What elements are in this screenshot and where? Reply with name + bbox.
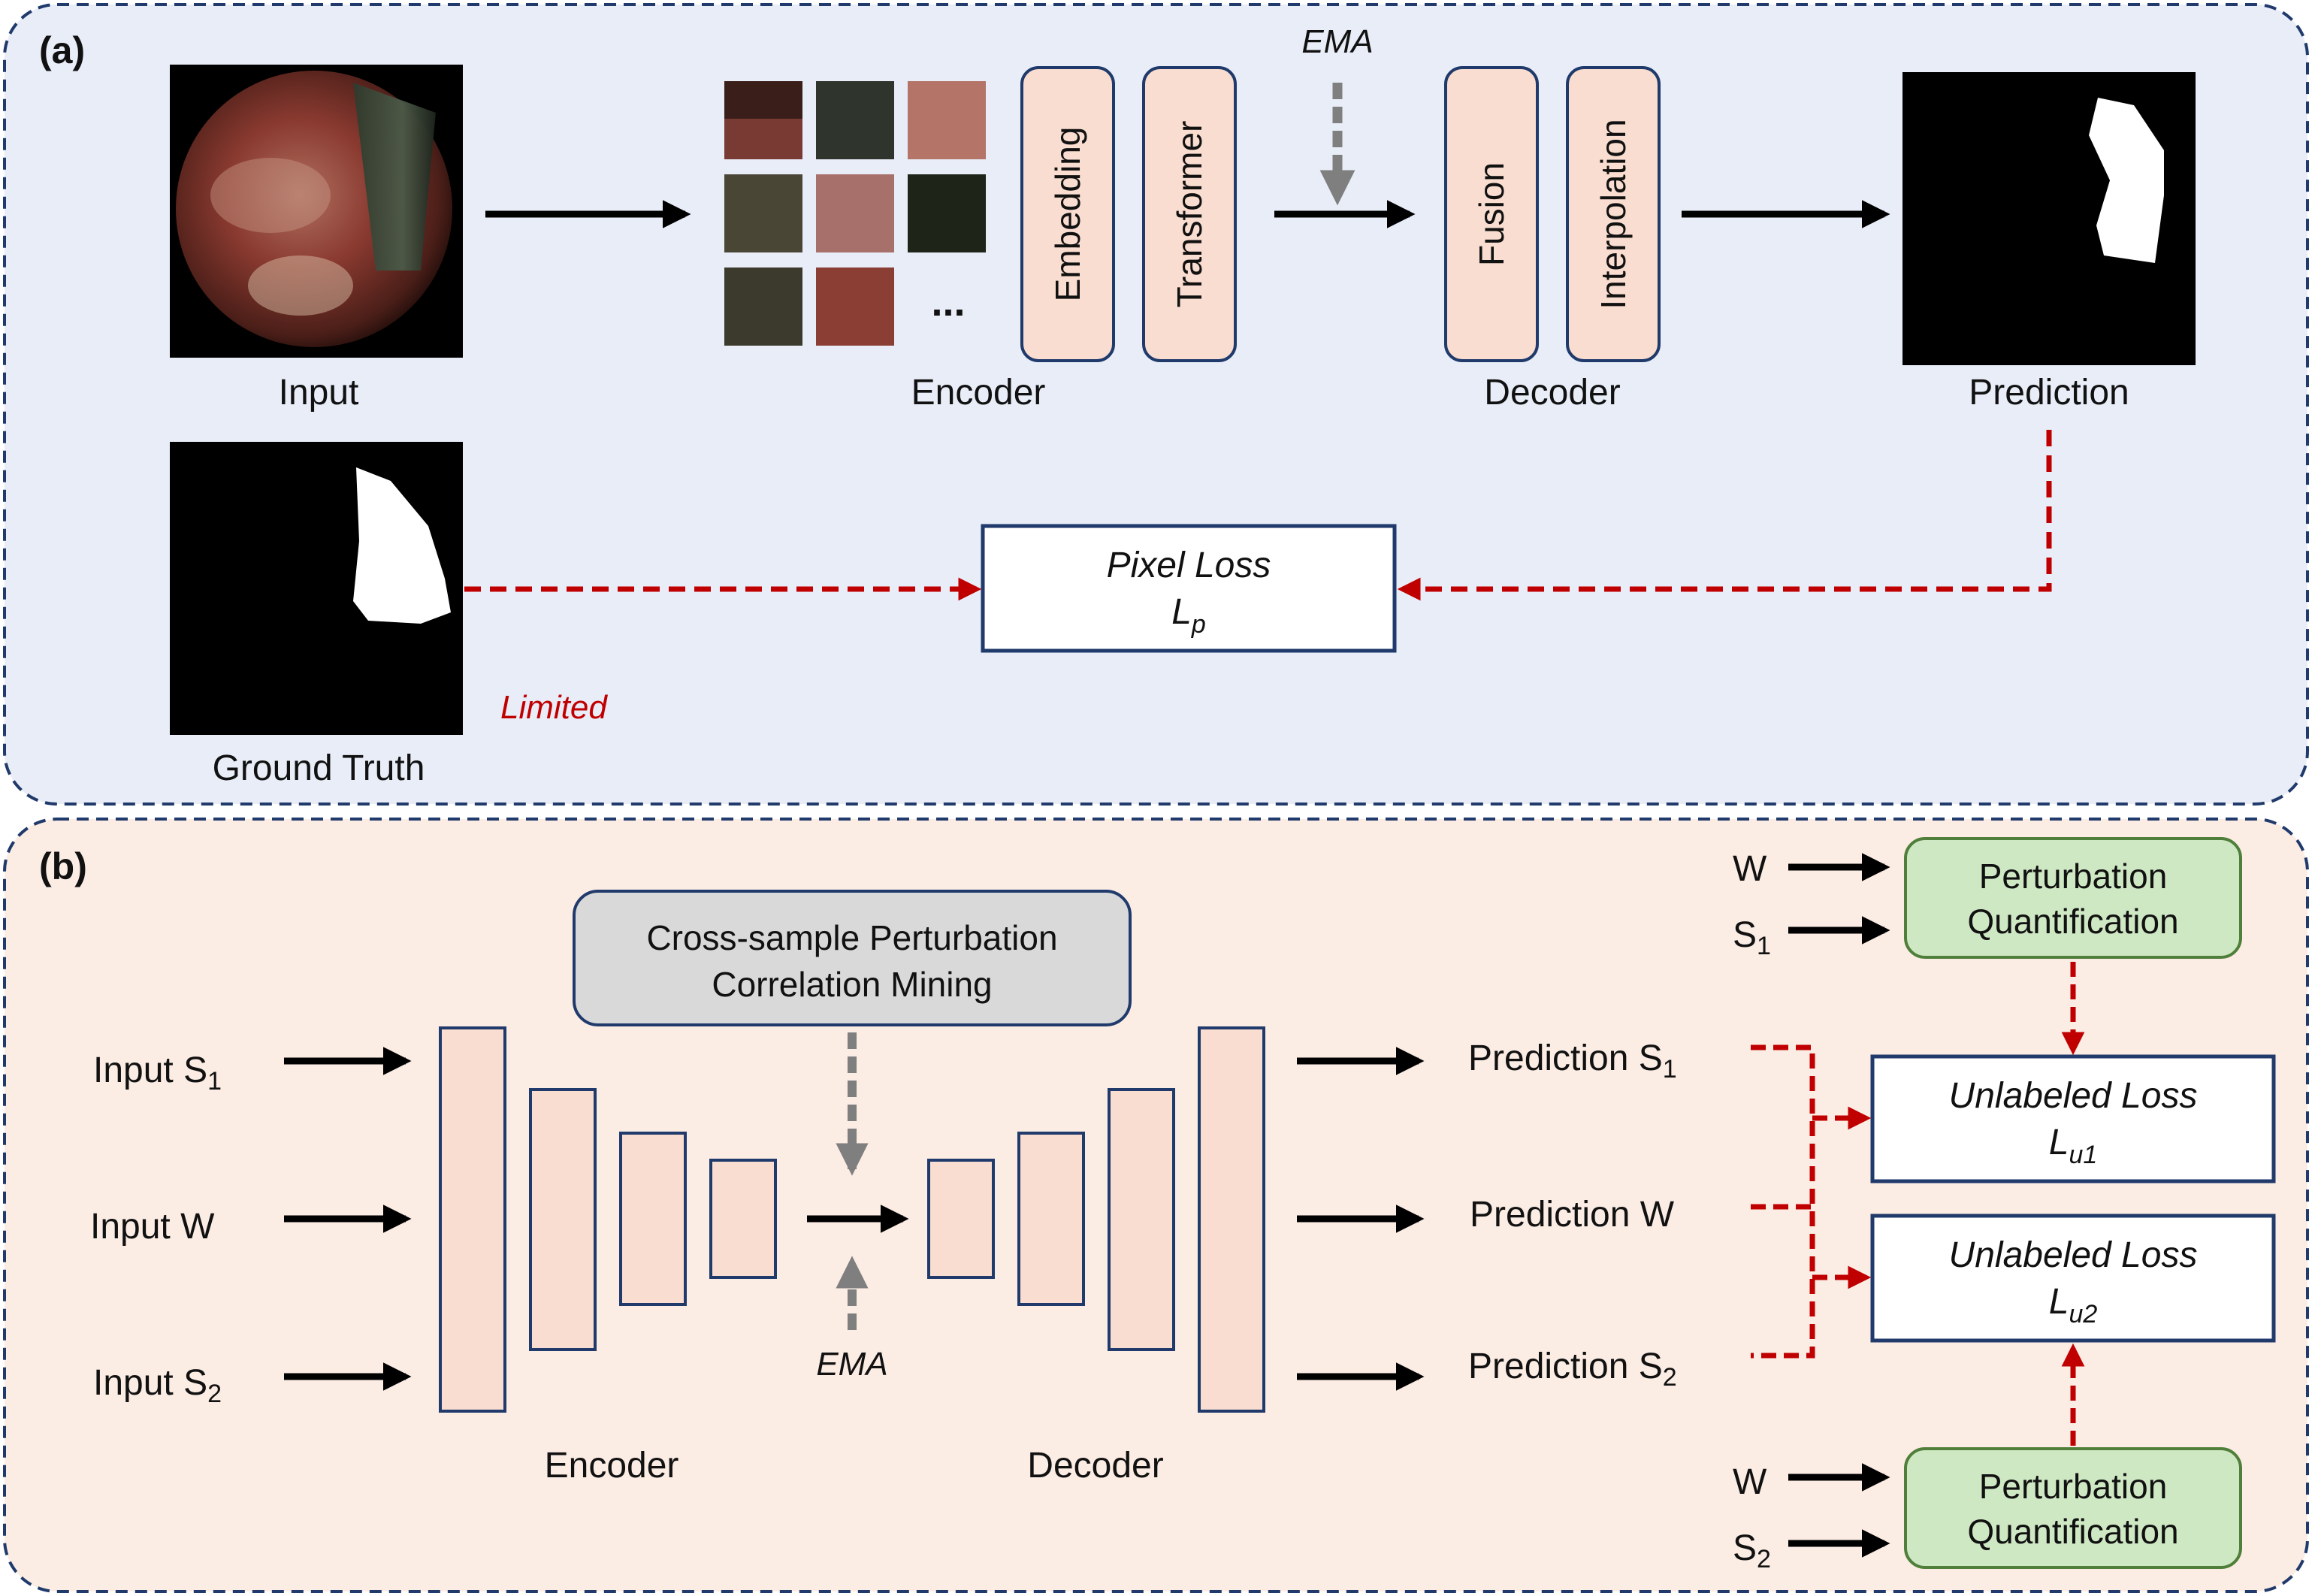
pq-bottom-line1: Perturbation xyxy=(1979,1467,2168,1506)
panel-a-background xyxy=(3,3,2309,806)
pq-top-input-s1: S1 xyxy=(1733,915,1771,960)
cross-sample-box xyxy=(573,890,1132,1026)
cross-sample-line1: Cross-sample Perturbation xyxy=(646,918,1057,957)
fusion-label: Fusion xyxy=(1472,162,1511,266)
unlabeled-loss-1-box xyxy=(1870,1054,2276,1183)
pq-top-line2: Quantification xyxy=(1967,902,2178,941)
patches-ellipsis: ... xyxy=(931,280,965,325)
unlabeled-loss-1-formula: Lu1 xyxy=(2049,1123,2098,1169)
pixel-loss-title: Pixel Loss xyxy=(1107,546,1271,585)
input-s2-label: Input S2 xyxy=(93,1363,222,1408)
decoder-layer-1 xyxy=(927,1159,995,1279)
pq-top-line1: Perturbation xyxy=(1979,857,2168,896)
perturbation-quantification-bottom xyxy=(1904,1447,2242,1569)
decoder-layer-2 xyxy=(1017,1132,1085,1306)
perturbation-quantification-top xyxy=(1904,837,2242,959)
encoder-layer-1 xyxy=(439,1026,506,1413)
encoder-label-b: Encoder xyxy=(545,1446,679,1486)
embedding-label: Embedding xyxy=(1048,127,1087,302)
pixel-loss-formula: Lp xyxy=(1171,592,1206,639)
decoder-label-b: Decoder xyxy=(1027,1446,1163,1486)
encoder-layer-2 xyxy=(529,1088,597,1351)
input-image xyxy=(170,65,463,358)
unlabeled-loss-2-box xyxy=(1870,1214,2276,1343)
input-w-label: Input W xyxy=(90,1207,215,1247)
encoder-label: Encoder xyxy=(911,373,1046,413)
encoder-layer-4 xyxy=(709,1159,777,1279)
transformer-label: Transformer xyxy=(1170,121,1209,308)
limited-label: Limited xyxy=(500,689,608,726)
prediction-s1-label: Prediction S1 xyxy=(1468,1038,1677,1084)
panel-a: (a) Input ... Embedding Transf xyxy=(3,3,2309,806)
prediction-mask-image xyxy=(1902,72,2196,365)
fusion-block xyxy=(1444,66,1539,362)
encoder-layer-3 xyxy=(619,1132,687,1306)
prediction-s2-label: Prediction S2 xyxy=(1468,1347,1677,1392)
interpolation-label: Interpolation xyxy=(1594,119,1633,309)
panel-a-tag: (a) xyxy=(39,29,85,71)
input-label: Input xyxy=(279,373,359,413)
pixel-loss-box xyxy=(981,524,1397,653)
input-s1-label: Input S1 xyxy=(93,1050,222,1096)
pq-bottom-input-w: W xyxy=(1733,1462,1767,1502)
decoder-label: Decoder xyxy=(1484,373,1620,413)
pq-bottom-line2: Quantification xyxy=(1967,1512,2178,1551)
interpolation-block xyxy=(1566,66,1661,362)
prediction-w-label: Prediction W xyxy=(1470,1195,1675,1235)
ema-label-a: EMA xyxy=(1301,23,1373,60)
red-arrow-pred-to-loss xyxy=(1397,430,2052,601)
prediction-label: Prediction xyxy=(1969,373,2129,413)
panel-b-tag: (b) xyxy=(39,845,87,887)
panel-b: (b) Cross-sample Perturbation Correlatio… xyxy=(3,818,2309,1593)
unlabeled-loss-1-title: Unlabeled Loss xyxy=(1949,1076,2198,1116)
image-patches: ... xyxy=(724,81,986,346)
ema-label-b: EMA xyxy=(816,1346,887,1383)
pq-top-input-w: W xyxy=(1733,849,1767,889)
pq-bottom-input-s2: S2 xyxy=(1733,1528,1771,1573)
unlabeled-loss-2-formula: Lu2 xyxy=(2049,1282,2098,1328)
transformer-block xyxy=(1142,66,1237,362)
red-bracket-connectors xyxy=(1751,1044,1815,1359)
decoder-layer-3 xyxy=(1108,1088,1175,1351)
cross-sample-line2: Correlation Mining xyxy=(712,965,992,1004)
unlabeled-loss-2-title: Unlabeled Loss xyxy=(1949,1235,2198,1275)
ground-truth-mask-image xyxy=(170,442,463,735)
embedding-block xyxy=(1020,66,1115,362)
ground-truth-label: Ground Truth xyxy=(213,748,425,788)
decoder-layer-4 xyxy=(1198,1026,1265,1413)
